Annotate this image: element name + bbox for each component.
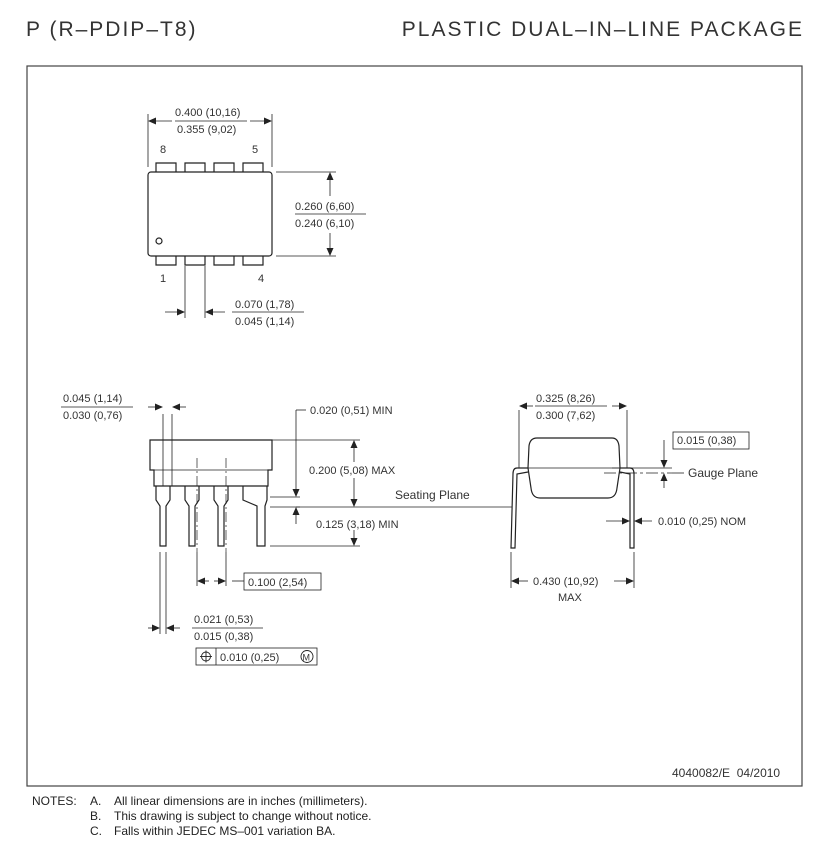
top-width-max: 0.400 (10,16): [175, 107, 240, 119]
lead-thickness-label: 0.010 (0,25) NOM: [658, 516, 746, 528]
pin-label-4: 4: [258, 273, 264, 285]
shoulder-min: 0.030 (0,76): [63, 410, 122, 422]
bottom-pin-4: [242, 256, 264, 266]
notes-heading: NOTES:: [32, 794, 77, 808]
top-pin-5: [242, 162, 264, 172]
pin-label-1: 1: [160, 273, 166, 285]
drawing-frame: [26, 65, 803, 787]
row-spacing-max: 0.325 (8,26): [536, 393, 595, 405]
top-pitch-min: 0.045 (1,14): [235, 316, 294, 328]
lead-width-max: 0.021 (0,53): [194, 614, 253, 626]
top-view-body: [147, 171, 273, 257]
top-view: [147, 114, 366, 318]
bottom-pin-2: [184, 256, 206, 266]
pin-label-5: 5: [252, 144, 258, 156]
drawing-id: 4040082/E 04/2010: [672, 766, 780, 780]
mmc-symbol: M: [303, 653, 311, 663]
overall-width-suffix: MAX: [558, 592, 583, 604]
package-code-title: P (R–PDIP–T8): [26, 18, 198, 41]
note-letter: C.: [90, 824, 102, 838]
top-pitch-max: 0.070 (1,78): [235, 299, 294, 311]
body-height-label: 0.200 (5,08) MAX: [309, 465, 396, 477]
gauge-height-label: 0.015 (0,38): [677, 435, 736, 447]
top-pin-8: [155, 162, 177, 172]
end-view: [510, 402, 750, 588]
lead-length-label: 0.125 (3,18) MIN: [316, 519, 399, 531]
row-spacing-min: 0.300 (7,62): [536, 410, 595, 422]
shoulder-max: 0.045 (1,14): [63, 393, 122, 405]
lead-pitch-box: [243, 572, 322, 591]
lead-pitch-label: 0.100 (2,54): [248, 577, 307, 589]
pin-label-8: 8: [160, 144, 166, 156]
bottom-pin-1: [155, 256, 177, 266]
end-view-body: [527, 437, 621, 499]
top-height-max: 0.260 (6,60): [295, 201, 354, 213]
gauge-height-box: [672, 431, 750, 450]
side-lead-1: [155, 486, 171, 547]
gauge-plane-label: Gauge Plane: [688, 466, 758, 480]
side-lead-4: [242, 486, 268, 547]
note-text: All linear dimensions are in inches (mil…: [114, 794, 368, 808]
note-letter: A.: [90, 794, 102, 808]
note-text: Falls within JEDEC MS–001 variation BA.: [114, 824, 336, 838]
side-lead-3: [213, 486, 229, 547]
side-view-body: [149, 439, 273, 487]
tolerance-label: 0.010 (0,25): [220, 652, 279, 664]
note-a: A. All linear dimensions are in inches (m…: [90, 794, 367, 809]
lead-width-min: 0.015 (0,38): [194, 631, 253, 643]
note-c: C. Falls within JEDEC MS–001 variation BA…: [90, 824, 335, 839]
seating-plane-label: Seating Plane: [395, 488, 470, 502]
side-lead-2: [184, 486, 200, 547]
end-lead-left: [510, 467, 529, 549]
side-view: [61, 403, 512, 666]
end-lead-right: [619, 467, 635, 549]
tolerance-frame: [195, 647, 318, 666]
top-height-min: 0.240 (6,10): [295, 218, 354, 230]
top-pin-7: [184, 162, 206, 172]
note-text: This drawing is subject to change withou…: [114, 809, 372, 823]
package-name-title: PLASTIC DUAL–IN–LINE PACKAGE: [401, 18, 804, 41]
mmc-circle-icon: [300, 650, 314, 663]
note-letter: B.: [90, 809, 102, 823]
overall-width-label: 0.430 (10,92): [533, 576, 598, 588]
bottom-pin-3: [213, 256, 235, 266]
top-width-min: 0.355 (9,02): [177, 124, 236, 136]
standoff-label: 0.020 (0,51) MIN: [310, 405, 393, 417]
top-pin-6: [213, 162, 235, 172]
pin1-marker: [155, 237, 163, 245]
note-b: B. This drawing is subject to change with…: [90, 809, 371, 824]
